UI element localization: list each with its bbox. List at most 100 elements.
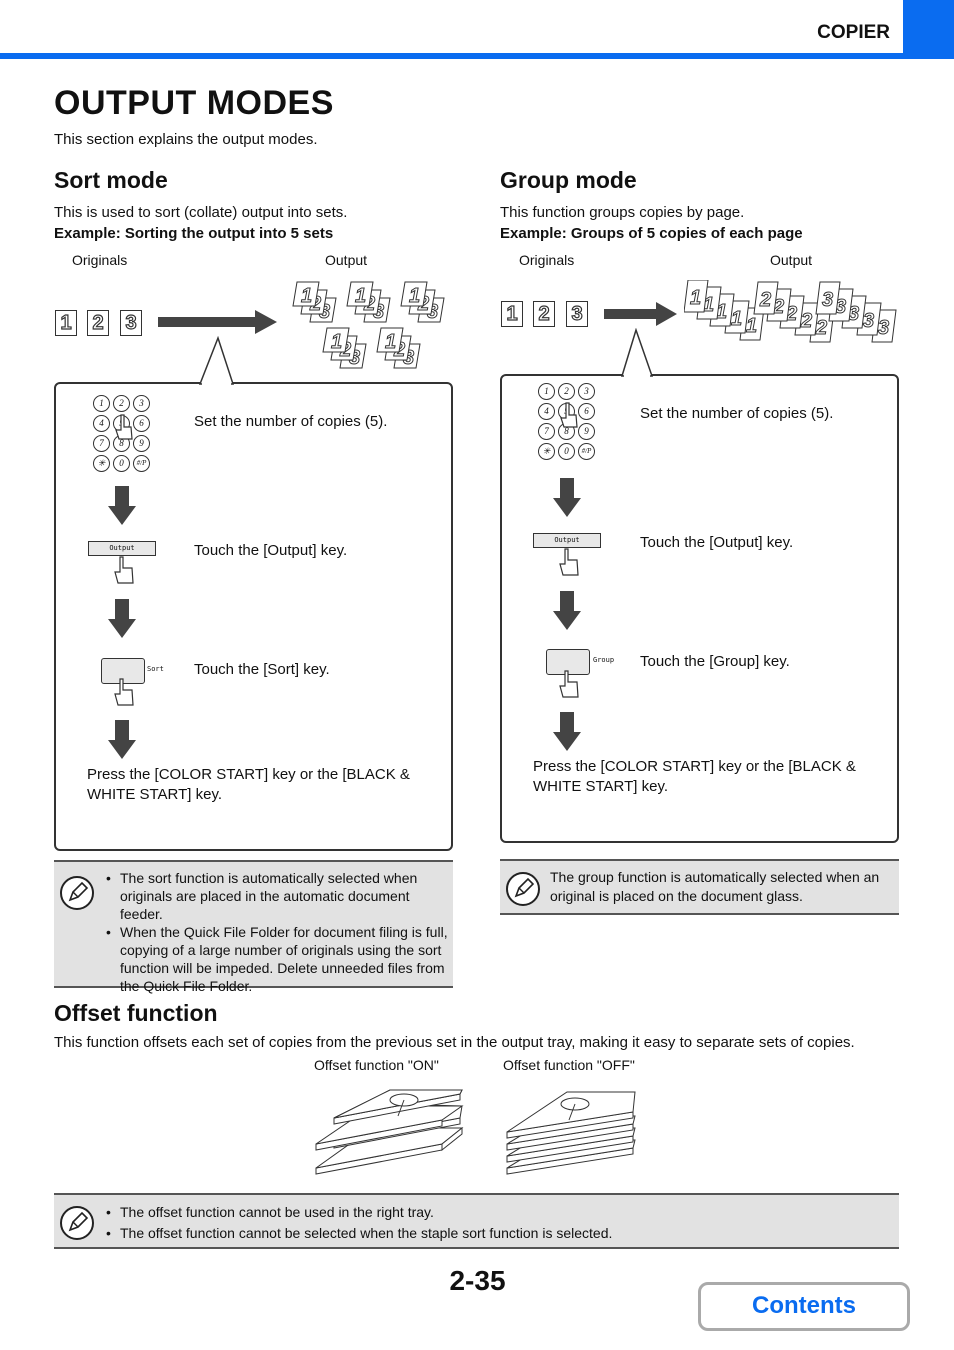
callout-pointer <box>198 336 235 386</box>
page-title: OUTPUT MODES <box>54 84 334 122</box>
hand-pointer-icon <box>114 556 134 584</box>
group-original-3: 3 <box>566 301 588 327</box>
group-step-output: Touch the [Output] key. <box>640 534 794 551</box>
pencil-note-icon <box>60 1206 94 1240</box>
offset-note-item: The offset function cannot be used in th… <box>106 1202 886 1223</box>
key-2: 2 <box>558 383 575 400</box>
key-2: 2 <box>113 395 130 412</box>
sort-step-start: Press the [COLOR START] key or the [BLAC… <box>87 766 410 803</box>
svg-text:1: 1 <box>690 287 701 309</box>
arrow-down-icon <box>108 599 136 638</box>
sort-step-sort: Touch the [Sort] key. <box>194 661 330 678</box>
group-key-label: Group <box>593 656 615 664</box>
group-step-group: Touch the [Group] key. <box>640 653 790 670</box>
offset-note-item: The offset function cannot be selected w… <box>106 1223 886 1244</box>
arrow-down-icon <box>108 486 136 525</box>
offset-desc: This function offsets each set of copies… <box>54 1034 855 1051</box>
keypad-icon: 1 2 3 4 5 6 7 8 9 ✳ 0 #/P <box>93 395 157 475</box>
group-original-1: 1 <box>501 301 523 327</box>
key-hash-p: #/P <box>578 443 595 460</box>
sort-step-output: Touch the [Output] key. <box>194 542 348 559</box>
sort-note-item: The sort function is automatically selec… <box>106 869 451 923</box>
svg-text:1: 1 <box>746 315 757 337</box>
key-4: 4 <box>538 403 555 420</box>
offset-heading: Offset function <box>54 1000 218 1026</box>
keypad-icon: 1 2 3 4 5 6 7 8 9 ✳ 0 #/P <box>538 383 602 463</box>
key-hash-p: #/P <box>133 455 150 472</box>
offset-off-illustration <box>506 1091 636 1175</box>
offset-note-box: The offset function cannot be used in th… <box>54 1193 899 1249</box>
key-0: 0 <box>113 455 130 472</box>
section-label: COPIER <box>817 22 890 43</box>
page-number: 2-35 <box>449 1265 506 1296</box>
svg-text:1: 1 <box>331 331 342 353</box>
sort-example: Example: Sorting the output into 5 sets <box>54 225 334 242</box>
key-1: 1 <box>538 383 555 400</box>
svg-text:1: 1 <box>385 331 396 353</box>
hand-pointer-icon <box>559 670 579 698</box>
svg-text:3: 3 <box>863 310 874 332</box>
key-1: 1 <box>93 395 110 412</box>
offset-off-label: Offset function "OFF" <box>503 1057 635 1073</box>
sort-output-label: Output <box>325 252 368 268</box>
hand-pointer-icon <box>114 678 134 706</box>
key-7: 7 <box>93 435 110 452</box>
group-original-2: 2 <box>533 301 555 327</box>
pencil-note-icon <box>506 872 540 906</box>
arrow-down-icon <box>553 712 581 751</box>
arrow-down-icon <box>108 720 136 759</box>
group-heading: Group mode <box>500 167 637 193</box>
arrow-down-icon <box>553 591 581 630</box>
svg-text:1: 1 <box>301 285 312 307</box>
arrow-right-icon <box>604 302 677 326</box>
arrow-right-icon <box>158 310 277 334</box>
sort-note-item: When the Quick File Folder for document … <box>106 923 451 995</box>
sort-original-1: 1 <box>55 310 77 336</box>
group-step-start: Press the [COLOR START] key or the [BLAC… <box>533 758 856 795</box>
svg-text:3: 3 <box>878 317 889 339</box>
contents-button[interactable]: Contents <box>698 1282 910 1331</box>
group-step-copies: Set the number of copies (5). <box>640 405 834 422</box>
key-6: 6 <box>578 403 595 420</box>
hand-pointer-icon <box>559 548 579 576</box>
key-4: 4 <box>93 415 110 432</box>
key-6: 6 <box>133 415 150 432</box>
svg-text:2: 2 <box>815 317 827 339</box>
offset-on-illustration <box>315 1089 464 1175</box>
svg-text:2: 2 <box>759 289 771 311</box>
group-desc: This function groups copies by page. <box>500 204 745 221</box>
key-9: 9 <box>133 435 150 452</box>
sort-originals-label: Originals <box>72 252 128 268</box>
pencil-note-icon <box>60 876 94 910</box>
key-3: 3 <box>578 383 595 400</box>
key-star: ✳ <box>93 455 110 472</box>
hand-pointer-icon <box>560 402 578 428</box>
sort-output-illustration: 3 2 1 3 2 1 3 2 1 3 2 1 3 2 1 <box>292 281 445 369</box>
key-7: 7 <box>538 423 555 440</box>
group-output-illustration: 1 1 1 1 1 2 2 2 2 2 3 3 3 3 3 <box>684 280 897 343</box>
output-key: Output <box>533 533 601 548</box>
svg-text:1: 1 <box>409 285 420 307</box>
hand-pointer-icon <box>115 414 133 440</box>
key-3: 3 <box>133 395 150 412</box>
output-key: Output <box>88 541 156 556</box>
callout-pointer <box>620 328 654 378</box>
sort-key-label: Sort <box>147 665 164 673</box>
header-tab <box>903 0 954 59</box>
group-example: Example: Groups of 5 copies of each page <box>500 225 803 242</box>
key-0: 0 <box>558 443 575 460</box>
sort-original-3: 3 <box>120 310 142 336</box>
svg-text:1: 1 <box>731 308 742 330</box>
arrow-down-icon <box>553 478 581 517</box>
sort-note-box: The sort function is automatically selec… <box>54 860 453 994</box>
key-star: ✳ <box>538 443 555 460</box>
key-9: 9 <box>578 423 595 440</box>
group-note-text: The group function is automatically sele… <box>550 869 880 904</box>
svg-text:1: 1 <box>355 285 366 307</box>
group-originals-label: Originals <box>519 252 575 268</box>
sort-step-copies: Set the number of copies (5). <box>194 413 388 430</box>
header-bar <box>0 53 904 59</box>
intro-text: This section explains the output modes. <box>54 131 318 148</box>
sort-heading: Sort mode <box>54 167 168 193</box>
offset-on-label: Offset function "ON" <box>314 1057 439 1073</box>
